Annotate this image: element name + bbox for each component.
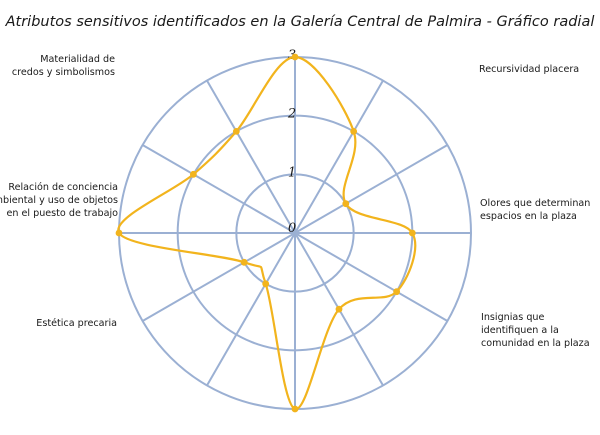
spoke-7: [206, 232, 296, 386]
chart-title: Atributos sensitivos identificados en la…: [5, 14, 595, 30]
r-tick-label: 0: [288, 221, 296, 236]
data-point-4: [393, 288, 401, 296]
spoke-1: [294, 80, 384, 234]
data-point-8: [240, 258, 248, 266]
spoke-2: [294, 144, 448, 234]
data-point-1: [350, 127, 358, 135]
data-point-0: [291, 53, 299, 61]
category-label-0: Recursividad placera: [479, 64, 579, 75]
spoke-8: [142, 232, 296, 322]
spoke-4: [294, 232, 448, 322]
data-point-10: [189, 170, 197, 178]
radar-spokes: [119, 57, 471, 409]
data-point-6: [291, 405, 299, 413]
data-point-9: [115, 229, 123, 237]
spoke-10: [142, 144, 296, 234]
r-tick-label: 1: [288, 165, 296, 180]
category-label-6: Estética precaria: [36, 317, 117, 329]
data-point-7: [262, 280, 270, 288]
data-point-2: [342, 200, 350, 208]
radar-series: [115, 53, 417, 413]
data-point-11: [232, 127, 240, 135]
data-point-3: [408, 229, 416, 237]
data-point-5: [335, 305, 343, 313]
r-tick-label: 2: [287, 107, 296, 122]
spoke-11: [206, 80, 296, 234]
